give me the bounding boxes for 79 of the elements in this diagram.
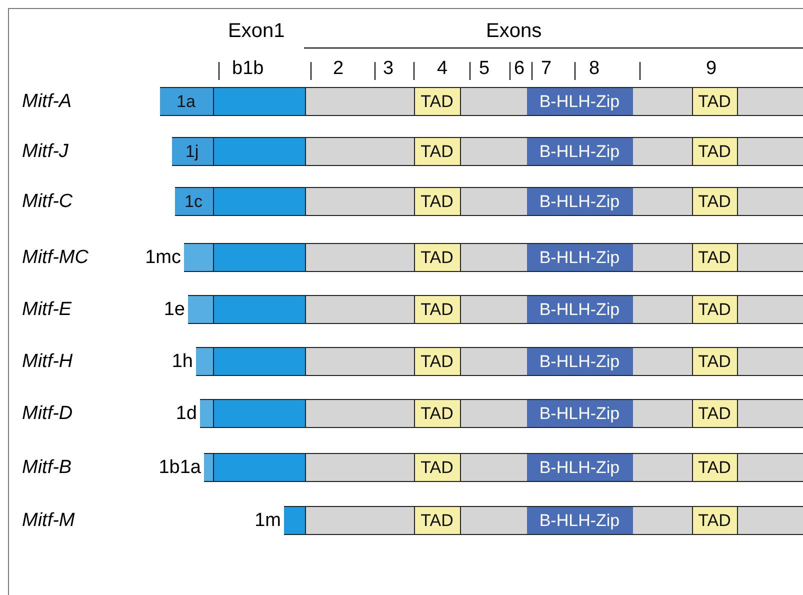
exon-label: 1mc — [145, 247, 181, 269]
exon-heading: Exon1 — [228, 20, 285, 42]
domain-segment: TAD — [692, 507, 738, 534]
domain-segment: B-HLH-Zip — [526, 88, 632, 115]
exon-label: 1m — [254, 510, 281, 532]
domain-segment: B-HLH-Zip — [526, 188, 632, 215]
domain-segment: B-HLH-Zip — [526, 296, 632, 323]
domain-segment: TAD — [414, 454, 460, 481]
protein-bar — [160, 87, 803, 116]
isoform-name: Mitf-B — [22, 457, 72, 479]
exon-segment — [204, 454, 214, 481]
exon-segment — [184, 244, 214, 271]
domain-segment: TAD — [692, 138, 738, 165]
exon-segment — [214, 138, 306, 165]
domain-segment: TAD — [414, 188, 460, 215]
protein-bar — [200, 399, 803, 428]
protein-bar — [175, 187, 803, 216]
exon-number: 4 — [437, 58, 448, 80]
domain-segment: TAD — [414, 244, 460, 271]
protein-bar — [184, 243, 803, 272]
protein-bar — [196, 347, 803, 376]
exon-segment — [284, 507, 306, 534]
protein-bar — [284, 506, 803, 535]
domain-segment: B-HLH-Zip — [526, 400, 632, 427]
exon-number: 8 — [589, 58, 600, 80]
protein-bar — [188, 295, 803, 324]
exon-number: 3 — [383, 58, 394, 80]
domain-segment: TAD — [692, 88, 738, 115]
domain-segment: TAD — [414, 138, 460, 165]
domain-segment: TAD — [692, 454, 738, 481]
exon-segment — [196, 348, 214, 375]
isoform-name: Mitf-J — [22, 141, 68, 163]
exon-segment — [200, 400, 214, 427]
domain-segment: B-HLH-Zip — [526, 138, 632, 165]
exon-label: 1h — [172, 351, 193, 373]
isoform-name: Mitf-MC — [22, 247, 88, 269]
exon-segment — [214, 348, 306, 375]
isoform-name: Mitf-E — [22, 299, 72, 321]
isoform-name: Mitf-C — [22, 191, 73, 213]
exon-segment — [214, 296, 306, 323]
isoform-name: Mitf-M — [22, 510, 75, 532]
exon-segment — [214, 454, 306, 481]
exon-segment: 1j — [172, 138, 214, 165]
exon-segment — [214, 244, 306, 271]
exon-number: b1b — [232, 58, 264, 80]
exon-number: 6 — [514, 58, 525, 80]
domain-segment: B-HLH-Zip — [526, 244, 632, 271]
domain-segment: TAD — [692, 244, 738, 271]
exon-segment — [214, 188, 306, 215]
exon-label: 1e — [164, 299, 185, 321]
exon-segment — [214, 88, 306, 115]
domain-segment: B-HLH-Zip — [526, 454, 632, 481]
domain-segment: TAD — [692, 400, 738, 427]
exon-number: 9 — [706, 58, 717, 80]
exon-number: 5 — [479, 58, 490, 80]
isoform-name: Mitf-A — [22, 91, 72, 113]
domain-segment: TAD — [692, 348, 738, 375]
isoform-name: Mitf-H — [22, 351, 73, 373]
exon-segment: 1c — [174, 188, 214, 215]
domain-segment: TAD — [414, 296, 460, 323]
domain-segment: TAD — [414, 507, 460, 534]
exon-segment — [188, 296, 214, 323]
protein-bar — [172, 137, 803, 166]
exon-segment: 1a — [160, 88, 214, 115]
exon-heading: Exons — [486, 20, 542, 42]
domain-segment: TAD — [692, 188, 738, 215]
exon-number: 7 — [541, 58, 552, 80]
domain-segment: B-HLH-Zip — [526, 348, 632, 375]
domain-segment: TAD — [414, 348, 460, 375]
exon-label: 1d — [176, 403, 197, 425]
isoform-name: Mitf-D — [22, 403, 73, 425]
domain-segment: TAD — [414, 400, 460, 427]
exon-number: 2 — [333, 58, 344, 80]
domain-segment: TAD — [692, 296, 738, 323]
domain-segment: B-HLH-Zip — [526, 507, 632, 534]
domain-segment: TAD — [414, 88, 460, 115]
exon-label: 1b1a — [158, 457, 201, 479]
exon-segment — [214, 400, 306, 427]
protein-bar — [204, 453, 803, 482]
